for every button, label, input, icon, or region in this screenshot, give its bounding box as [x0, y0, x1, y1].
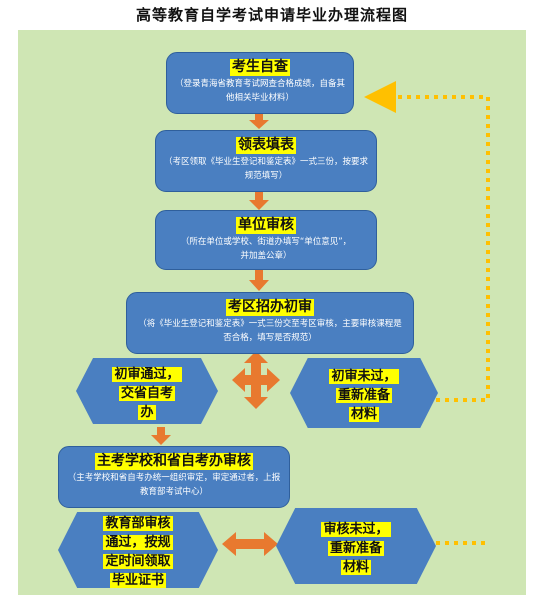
step-description: （登录青海省教育考试网查合格成绩，自备其他相关毕业材料）	[175, 79, 346, 103]
outcome-line: 教育部审核	[103, 516, 173, 531]
arrow-down-2	[249, 192, 269, 210]
step-heading: 主考学校和省自考办审核	[95, 453, 253, 470]
outcome-line: 初审通过，	[112, 366, 182, 382]
arrow-down-4	[151, 427, 171, 445]
step-final-review: 主考学校和省自考办审核 （主考学校和省自考办统一组织审定，审定通过者，上报教育部…	[58, 446, 290, 508]
outcome-line: 初审未过，	[329, 368, 399, 384]
double-arrow-first	[232, 351, 280, 409]
outcome-first-fail: 初审未过， 重新准备 材料	[290, 358, 438, 428]
outcome-line: 重新准备	[327, 540, 384, 556]
step-heading: 考生自查	[230, 59, 290, 76]
outcome-final-pass: 教育部审核 通过，按规 定时间领取 毕业证书	[58, 512, 218, 588]
outcome-line: 通过，按规	[103, 535, 173, 550]
outcome-first-pass: 初审通过， 交省自考 办	[76, 358, 218, 424]
step-district-preliminary: 考区招办初审 （将《毕业生登记和鉴定表》一式三份交至考区审核，主要审核课程是否合…	[126, 292, 414, 354]
step-fill-form: 领表填表 （考区领取《毕业生登记和鉴定表》一式三份，按要求规范填写）	[155, 130, 377, 192]
down-arrows	[151, 113, 269, 445]
step-heading: 领表填表	[236, 137, 296, 154]
step-self-check: 考生自查 （登录青海省教育考试网查合格成绩，自备其他相关毕业材料）	[166, 52, 354, 114]
outcome-line: 材料	[348, 406, 379, 422]
step-heading: 考区招办初审	[226, 299, 314, 316]
arrow-down-3	[249, 270, 269, 291]
outcome-line: 重新准备	[335, 387, 392, 403]
loop-dotted-line	[364, 81, 490, 402]
double-arrow-final	[222, 532, 278, 556]
outcome-line: 材料	[340, 559, 371, 575]
outcome-line: 办	[138, 404, 156, 420]
outcome-line: 定时间领取	[103, 554, 173, 569]
arrow-down-1	[249, 113, 269, 129]
outcome-final-fail: 审核未过， 重新准备 材料	[276, 508, 436, 584]
step-unit-review: 单位审核 （所在单位或学校、街道办填写“单位意见”，并加盖公章）	[155, 210, 377, 270]
step-description: （考区领取《毕业生登记和鉴定表》一式三份，按要求规范填写）	[164, 157, 369, 181]
step-description: （将《毕业生登记和鉴定表》一式三份交至考区审核，主要审核课程是否合格，填写是否规…	[138, 319, 402, 343]
outcome-line: 毕业证书	[109, 573, 166, 588]
page-title: 高等教育自学考试申请毕业办理流程图	[135, 6, 408, 24]
outcome-line: 审核未过，	[321, 521, 391, 537]
step-description: （所在单位或学校、街道办填写“单位意见”，并加盖公章）	[180, 237, 352, 261]
step-description: （主考学校和省自考办统一组织审定，审定通过者，上报教育部考试中心）	[67, 473, 281, 497]
step-heading: 单位审核	[236, 217, 296, 234]
outcome-line: 交省自考	[118, 385, 175, 401]
